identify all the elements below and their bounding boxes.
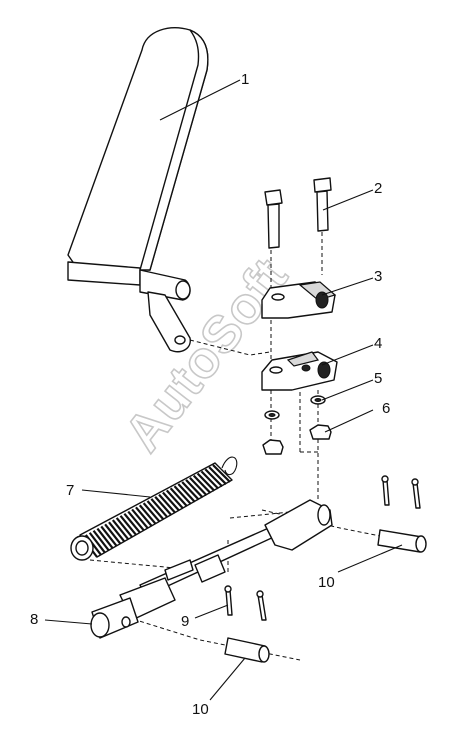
callout-8: 8 <box>30 611 38 628</box>
spring-coil <box>111 519 130 541</box>
spring-coil <box>127 510 145 532</box>
spring-coil <box>92 529 110 552</box>
upper-bracket-part <box>261 281 337 319</box>
spring-coil <box>150 498 169 519</box>
spring-coil <box>123 513 141 534</box>
spring-coil <box>212 464 231 483</box>
spring-coil <box>142 502 161 523</box>
spring-coil <box>115 517 134 538</box>
spring-coil <box>104 523 122 545</box>
spring-coil <box>154 496 173 516</box>
spring-coil <box>135 506 153 527</box>
spring-coil <box>158 493 177 514</box>
spring-coil <box>119 515 137 536</box>
spring-coil <box>131 508 149 530</box>
spring-coil <box>162 491 180 512</box>
spring-coil <box>189 476 208 496</box>
spring-coil <box>204 468 223 488</box>
spring-coil <box>173 485 192 505</box>
callout-2: 2 <box>374 180 382 197</box>
cotter-pin-part <box>224 475 421 621</box>
spring-coil <box>138 504 157 525</box>
callout-10-upper: 10 <box>318 574 335 591</box>
pedal-arm-part <box>67 27 209 353</box>
spring-coil <box>96 527 114 549</box>
callout-1: 1 <box>241 71 249 88</box>
spring-coil <box>200 470 220 490</box>
nut-part <box>262 424 332 455</box>
spring-coil <box>108 521 126 543</box>
callout-9: 9 <box>181 613 189 630</box>
spring-coil <box>100 525 118 547</box>
spring-coil <box>169 487 188 508</box>
clevis-pin-part <box>224 529 427 663</box>
spring-coil <box>88 532 106 554</box>
callout-4: 4 <box>374 335 382 352</box>
leader-lines <box>44 79 403 701</box>
spring-coil <box>146 500 165 521</box>
callout-labels: 1 2 3 4 5 6 7 8 9 10 10 <box>30 71 390 718</box>
callout-3: 3 <box>374 268 382 285</box>
spring-coil <box>165 489 184 510</box>
callout-10-lower: 10 <box>192 701 209 718</box>
lower-bracket-part <box>261 351 338 391</box>
callout-5: 5 <box>374 370 382 387</box>
spring-coil <box>192 474 212 494</box>
spring-coil <box>177 483 196 503</box>
spring-coil <box>181 481 200 501</box>
return-spring-part <box>70 456 238 561</box>
washer-part <box>264 395 326 420</box>
callout-7: 7 <box>66 482 74 499</box>
spring-coil <box>196 472 216 492</box>
clevis-rod-part <box>90 499 333 639</box>
callout-6: 6 <box>382 400 390 417</box>
spring-coil <box>185 479 204 499</box>
bolt-part <box>264 177 332 249</box>
spring-coil <box>208 466 227 485</box>
